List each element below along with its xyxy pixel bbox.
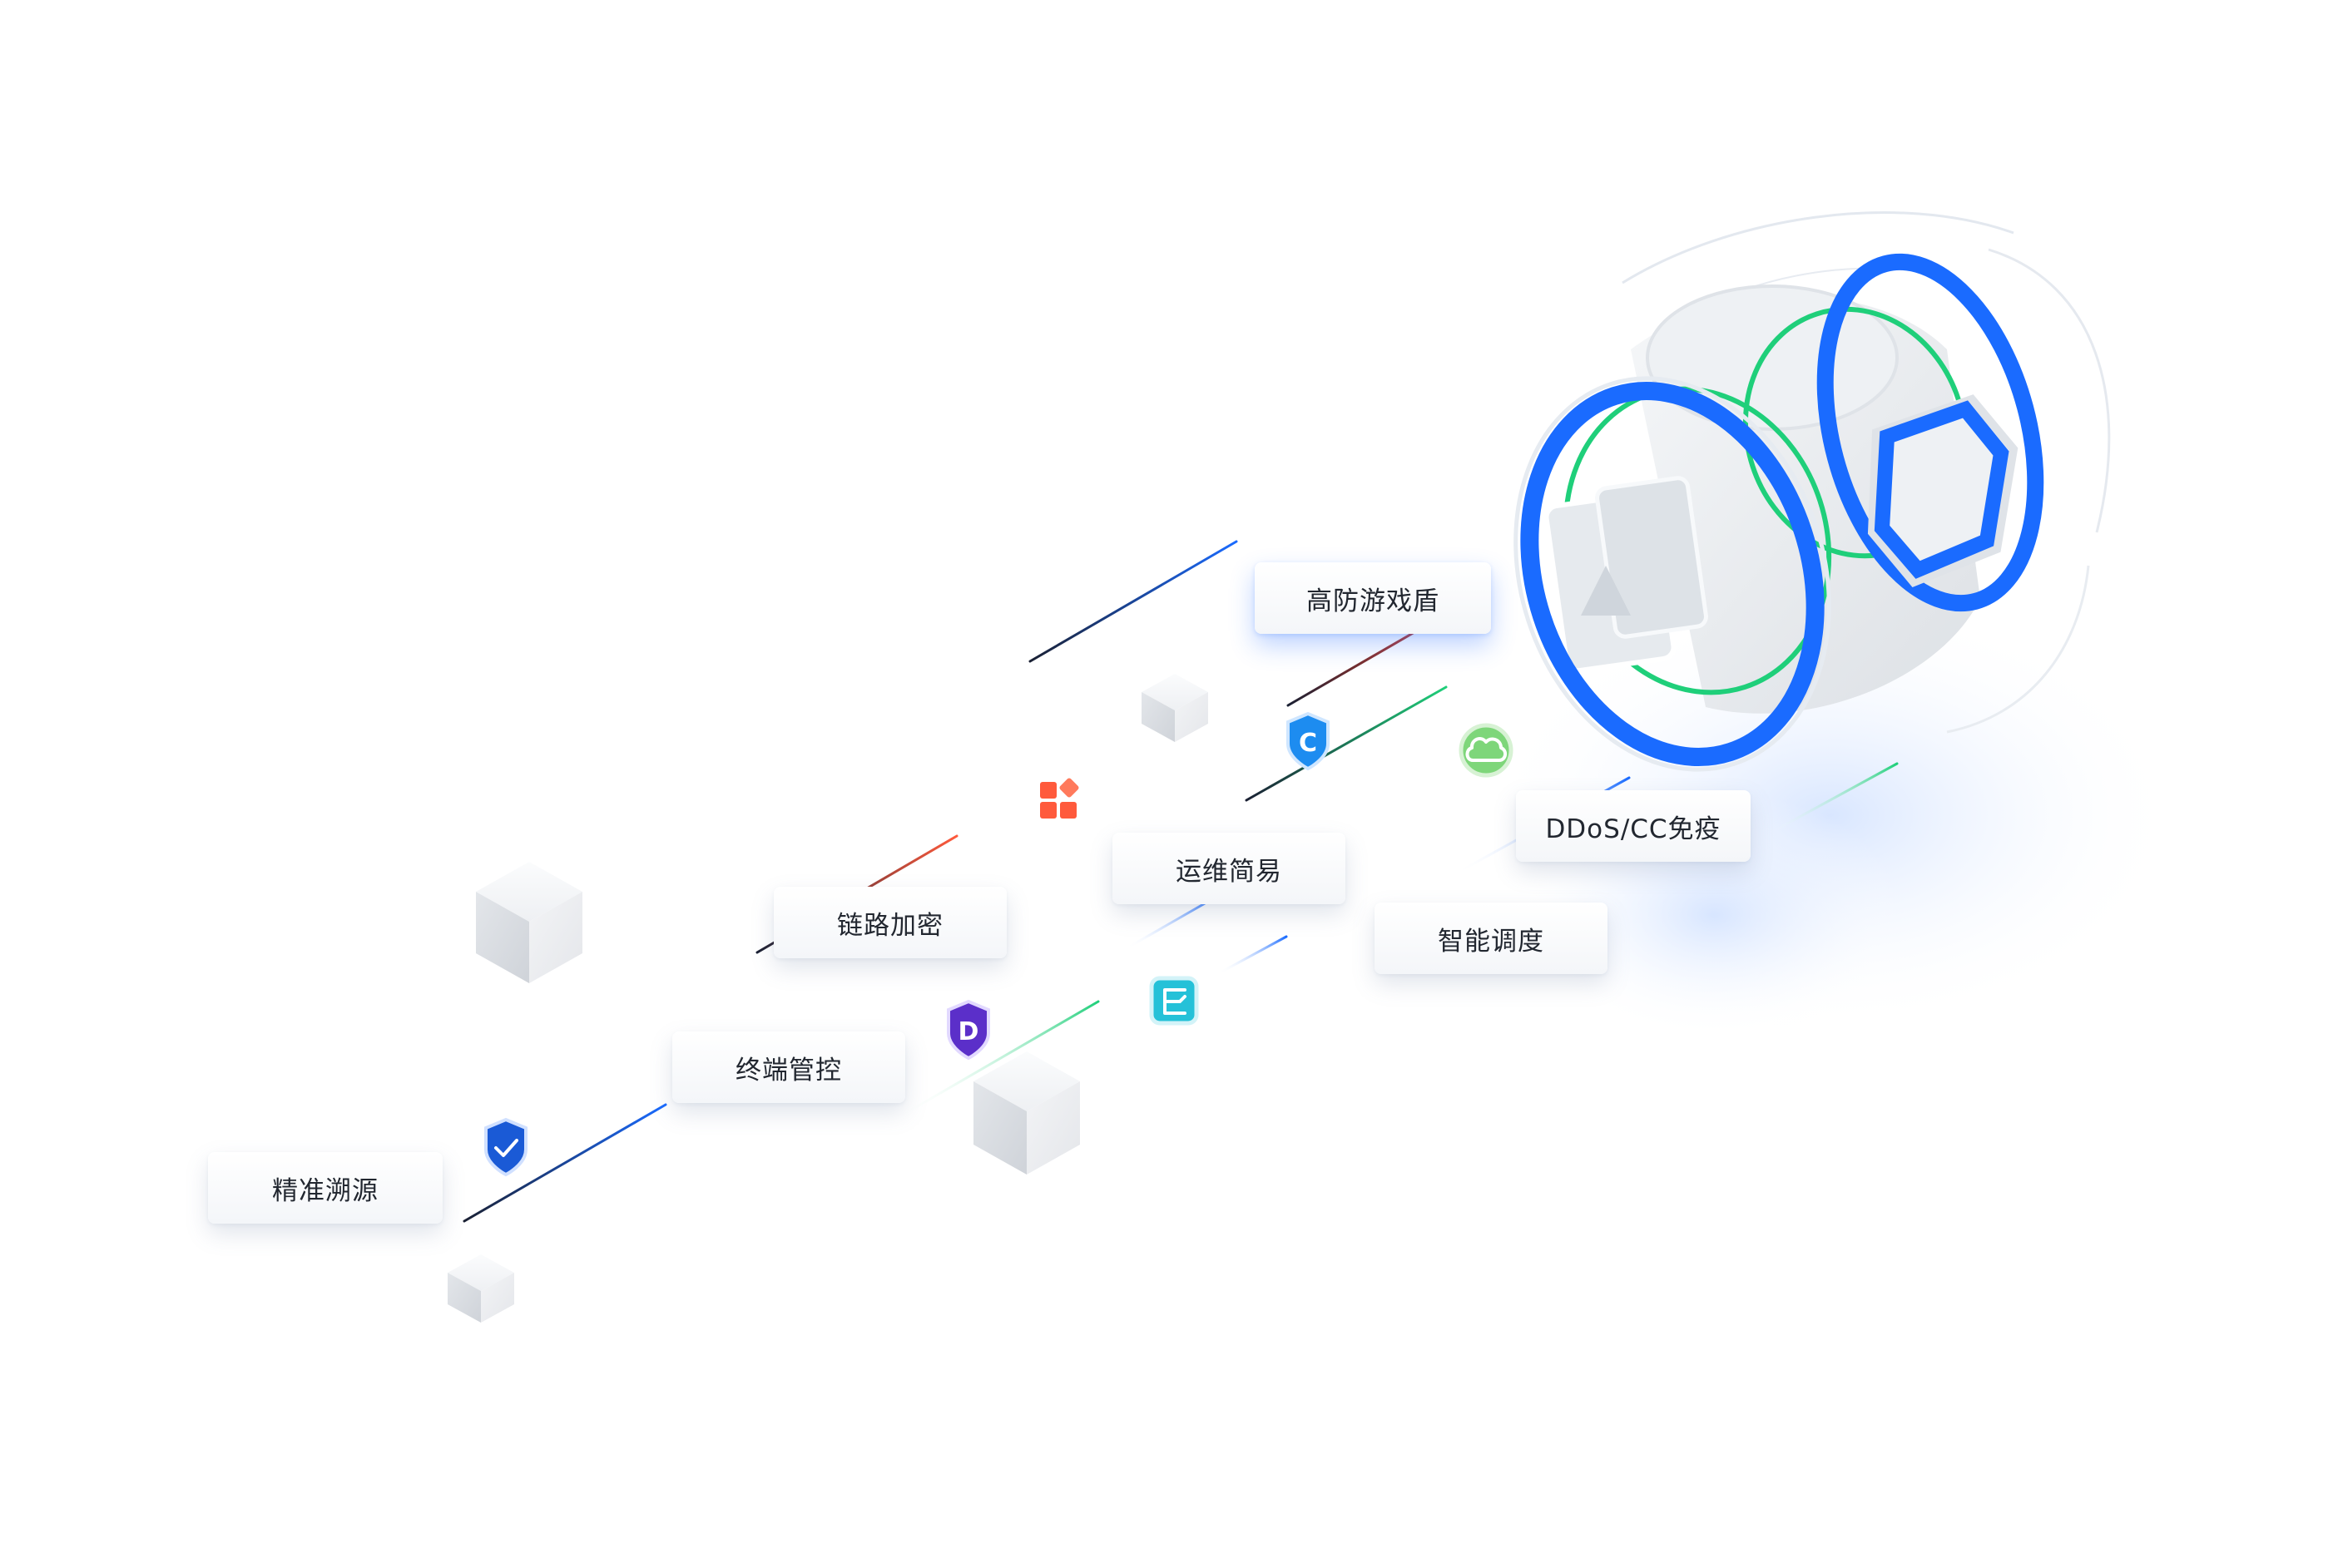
label-endpoint-control-text: 终端管控: [736, 1055, 842, 1086]
cloud-icon: [1459, 723, 1513, 778]
shield-check-icon: [484, 1117, 528, 1177]
label-link-encrypt-text: 链路加密: [837, 910, 944, 941]
label-anti-game-shield-text: 高防游戏盾: [1306, 586, 1439, 616]
line-endpoint-green: [899, 1000, 1100, 1118]
rocket-icon: [1581, 566, 1631, 616]
label-ddos-cc: DDoS/CC免疫: [1516, 790, 1751, 862]
line-e-blue: [1217, 935, 1288, 975]
line-ddos-green: [1771, 762, 1899, 833]
line-green-mid: [1245, 685, 1448, 802]
security-device: [1513, 211, 2111, 772]
shield-d-icon: D: [947, 999, 990, 1061]
shield-c-letter: C: [1299, 729, 1317, 758]
label-precise-trace: 精准溯源: [208, 1152, 443, 1224]
shield-c-icon: C: [1286, 711, 1330, 771]
label-link-encrypt: 链路加密: [774, 887, 1007, 958]
line-shield-game: [1286, 631, 1416, 707]
label-smart-dispatch-text: 智能调度: [1438, 926, 1544, 957]
label-precise-trace-text: 精准溯源: [272, 1175, 379, 1206]
cube-small-bottom: [448, 1254, 514, 1323]
cube-large-left: [476, 862, 582, 983]
label-ops-simple-text: 运维简易: [1176, 856, 1282, 887]
label-anti-game-shield: 高防游戏盾: [1255, 562, 1491, 634]
line-top-left: [1028, 540, 1238, 663]
cube-small-top: [1142, 674, 1208, 742]
label-ddos-cc-text: DDoS/CC免疫: [1545, 814, 1721, 844]
cube-large-center: [973, 1051, 1080, 1175]
apps-grid-icon: [1040, 778, 1079, 819]
label-smart-dispatch: 智能调度: [1375, 903, 1607, 974]
line-bottom: [463, 1103, 667, 1223]
shield-d-letter: D: [958, 1017, 979, 1046]
label-endpoint-control: 终端管控: [672, 1031, 905, 1103]
branch-e-icon: [1149, 976, 1199, 1026]
label-ops-simple: 运维简易: [1112, 833, 1345, 904]
line-ops-blue: [1125, 895, 1218, 950]
